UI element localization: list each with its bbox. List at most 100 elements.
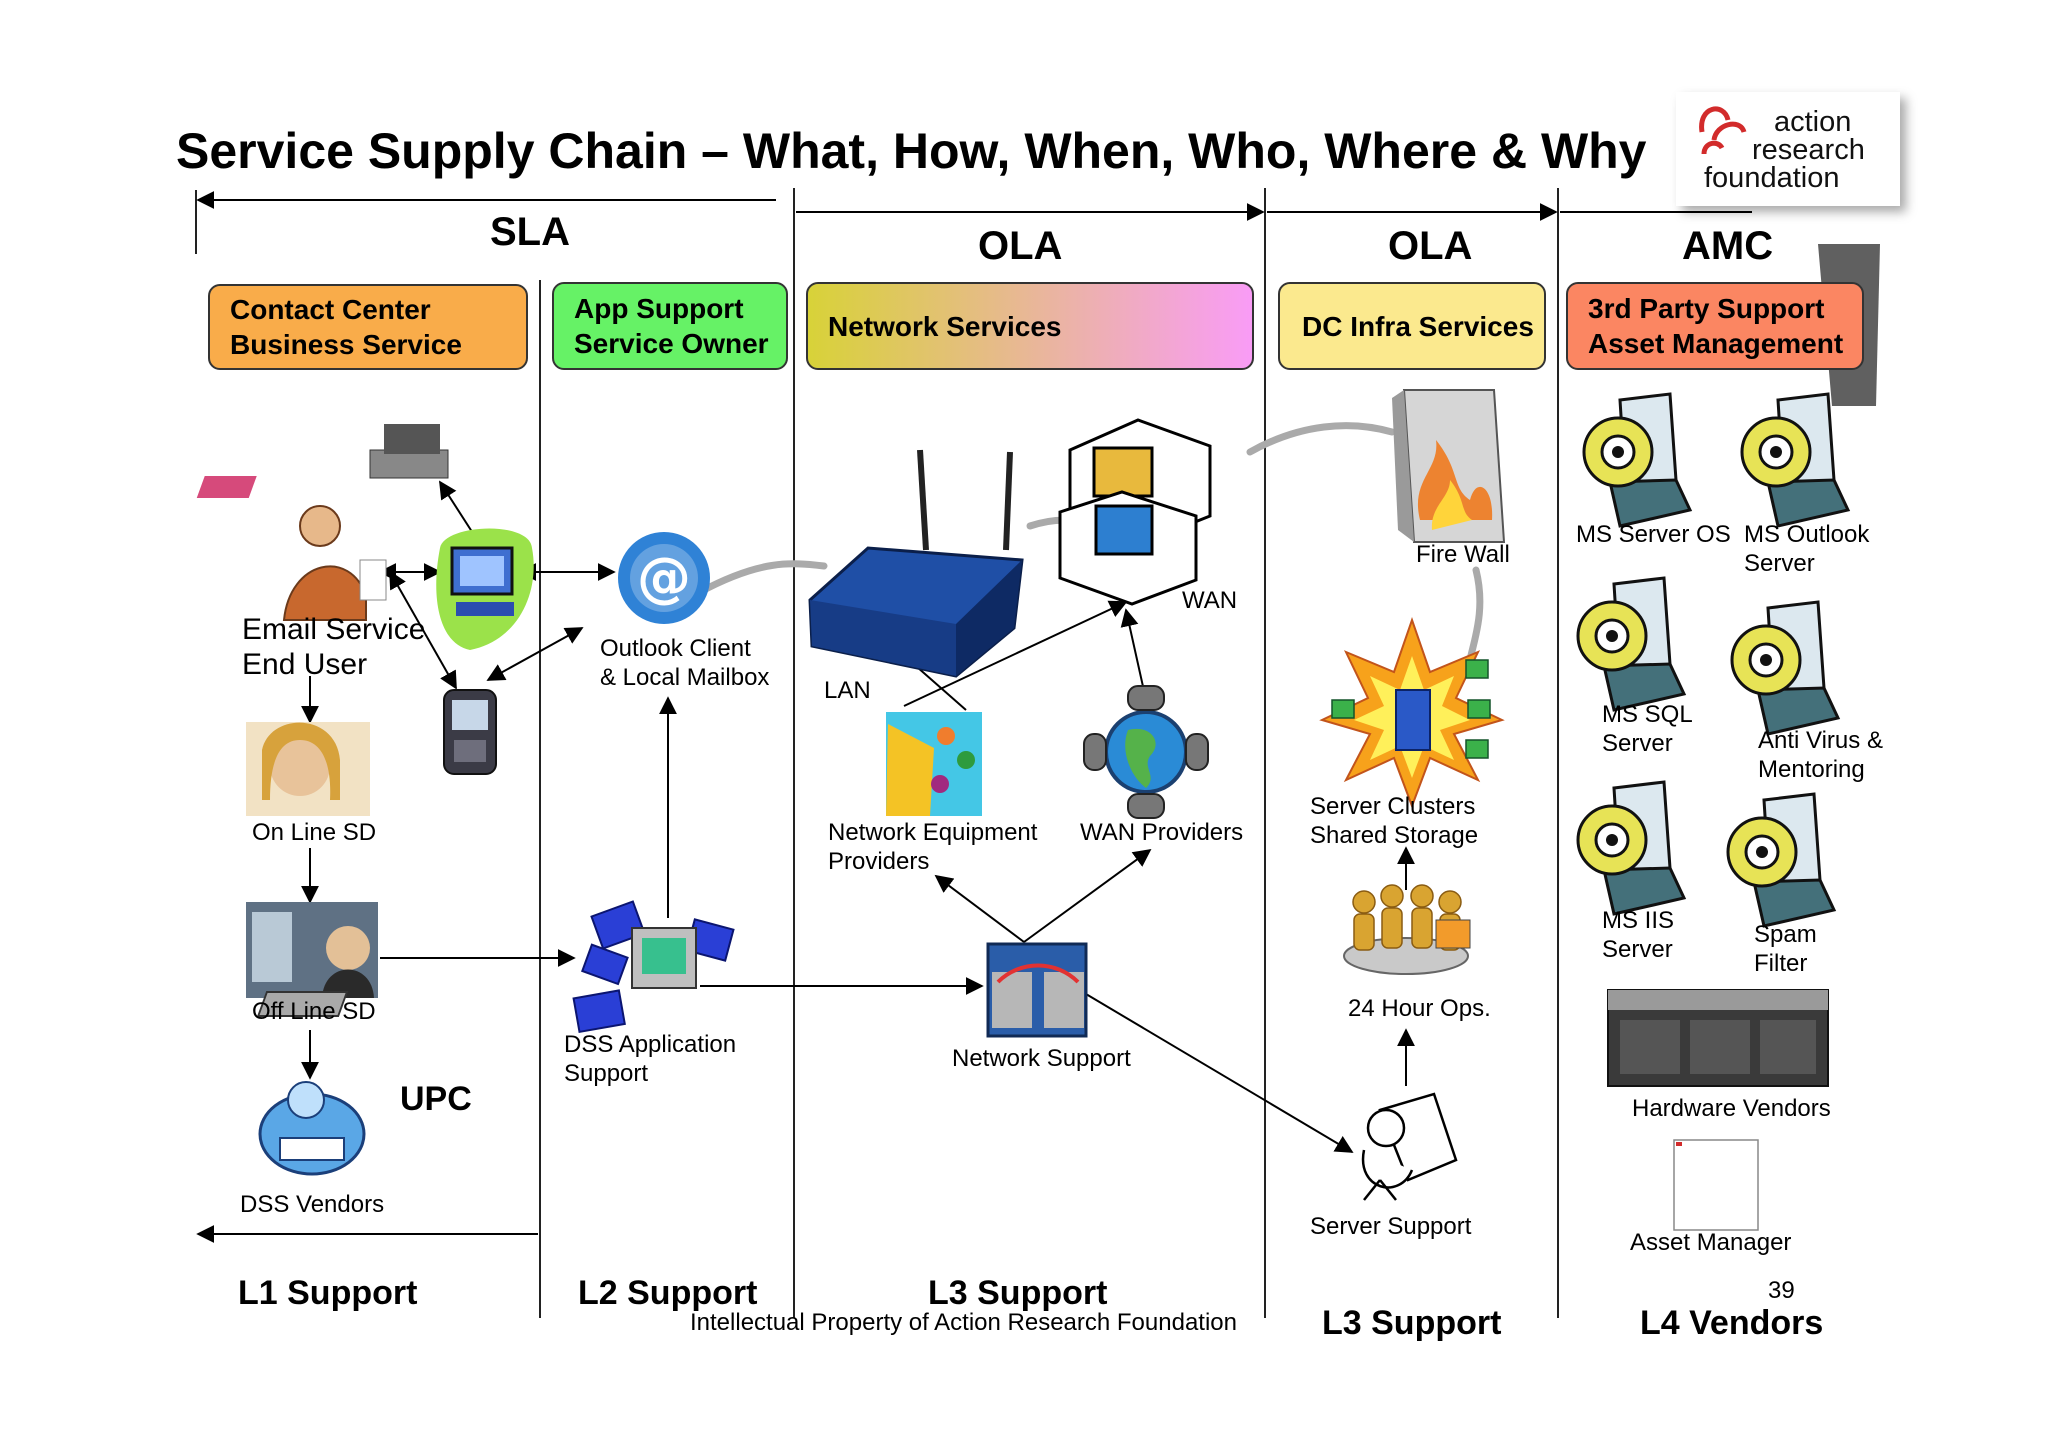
printer-icon <box>196 424 449 498</box>
contact-center-line-2: Business Service <box>230 329 462 360</box>
ms-iis-server-icon <box>1576 780 1687 916</box>
ms-outlook-server-line-2: Server <box>1744 550 1815 577</box>
email-end-user-label: Email Service End User <box>242 612 425 682</box>
upc-label: UPC <box>400 1080 472 1118</box>
third-party-box: 3rd Party Support Asset Management <box>1566 282 1864 370</box>
app-support-line-1: App Support <box>574 293 744 324</box>
ms-server-os-icon <box>1582 392 1693 528</box>
software-drives-icons <box>1576 392 1851 928</box>
server-support-label: Server Support <box>1310 1213 1472 1240</box>
app-support-box: App Support Service Owner <box>552 282 788 370</box>
wan-computers-icon <box>1058 418 1212 606</box>
network-equipment-providers-icon <box>886 712 982 816</box>
server-clusters-line-1: Server Clusters <box>1310 793 1476 820</box>
end-user-person-icon <box>282 505 387 621</box>
ms-iis-server-line-1: MS IIS <box>1602 907 1675 934</box>
anti-virus-icon <box>1730 600 1841 736</box>
outlook-client-label: Outlook Client & Local Mailbox <box>600 634 769 692</box>
asset-manager-placeholder-icon <box>1673 1139 1759 1231</box>
dss-app-support-line-1: DSS Application <box>564 1031 737 1058</box>
page-title: Service Supply Chain – What, How, When, … <box>176 123 1647 179</box>
server-clusters-icon <box>1319 616 1505 809</box>
logo-swirl-icon <box>1699 106 1747 155</box>
dss-app-support-line-2: Support <box>564 1060 649 1087</box>
page-number: 39 <box>1768 1277 1795 1304</box>
dss-application-icon <box>256 900 735 1034</box>
dc-infra-box: DC Infra Services <box>1278 282 1546 370</box>
logo-line-3: foundation <box>1704 162 1840 194</box>
email-at-icon: @ <box>618 532 710 624</box>
contact-center-box: Contact Center Business Service <box>208 284 528 370</box>
wan-providers-label: WAN Providers <box>1080 819 1244 846</box>
dss-vendors-icon <box>258 1081 366 1176</box>
hardware-vendors-label: Hardware Vendors <box>1632 1095 1831 1122</box>
l4-vendors-label: L4 Vendors <box>1640 1304 1824 1342</box>
lan-label: LAN <box>824 677 871 704</box>
fire-wall-label: Fire Wall <box>1416 541 1510 568</box>
spam-filter-line-1: Spam <box>1754 921 1817 948</box>
l2-support-label: L2 Support <box>578 1274 758 1312</box>
anti-virus-line-1: Anti Virus & <box>1758 727 1883 754</box>
ms-sql-server-line-2: Server <box>1602 730 1673 757</box>
ms-iis-server-label: MS IIS Server <box>1602 906 1674 964</box>
l3-support-dc-label: L3 Support <box>1322 1304 1502 1342</box>
ms-outlook-server-icon <box>1740 392 1851 528</box>
server-clusters-line-2: Shared Storage <box>1310 822 1479 849</box>
ms-server-os-label: MS Server OS <box>1576 521 1731 548</box>
firewall-server-icon <box>1392 389 1506 543</box>
ms-sql-server-label: MS SQL Server <box>1602 700 1693 758</box>
network-services-box: Network Services <box>806 282 1254 370</box>
server-support-icon <box>1361 1092 1458 1201</box>
outlook-client-line-1: Outlook Client <box>600 635 751 662</box>
ms-sql-server-line-1: MS SQL <box>1602 701 1693 728</box>
l3-support-network-label: L3 Support <box>928 1274 1108 1312</box>
amc-label: AMC <box>1682 224 1774 268</box>
spam-filter-line-2: Filter <box>1754 950 1808 977</box>
spam-filter-icon <box>1726 792 1837 928</box>
hardware-rack-server-icon <box>1607 989 1829 1087</box>
network-equipment-line-2: Providers <box>828 848 930 875</box>
dc-infra-label: DC Infra Services <box>1302 310 1534 342</box>
email-end-user-line-2: End User <box>242 648 368 681</box>
email-end-user-line-1: Email Service <box>242 613 426 646</box>
contact-center-line-1: Contact Center <box>230 294 431 325</box>
wan-label: WAN <box>1182 587 1238 614</box>
column-separators <box>195 188 1559 1318</box>
outlook-client-line-2: & Local Mailbox <box>600 664 770 691</box>
sla-label: SLA <box>490 210 570 254</box>
network-equipment-line-1: Network Equipment <box>828 819 1038 846</box>
ms-sql-server-icon <box>1576 576 1687 712</box>
logo-line-2: research <box>1752 134 1865 166</box>
asset-manager-label: Asset Manager <box>1630 1229 1792 1256</box>
ip-footer: Intellectual Property of Action Research… <box>690 1309 1237 1336</box>
anti-virus-line-2: Mentoring <box>1758 756 1865 783</box>
ms-outlook-server-label: MS Outlook Server <box>1744 520 1869 578</box>
network-services-label: Network Services <box>828 310 1062 342</box>
desktop-computer-icon <box>436 528 534 650</box>
logo-line-1: action <box>1774 106 1852 138</box>
network-equipment-label: Network Equipment Providers <box>828 818 1037 876</box>
offline-sd-photo <box>246 902 378 998</box>
app-support-line-2: Service Owner <box>574 328 769 359</box>
ms-iis-server-line-2: Server <box>1602 936 1673 963</box>
wan-providers-globe-icon <box>1083 685 1209 819</box>
agreement-arrows <box>196 191 1752 1243</box>
hour-ops-label: 24 Hour Ops. <box>1348 995 1491 1022</box>
third-party-line-1: 3rd Party Support <box>1588 293 1825 324</box>
dss-vendors-label: DSS Vendors <box>240 1191 385 1218</box>
server-clusters-label: Server Clusters Shared Storage <box>1310 792 1478 850</box>
action-research-foundation-logo: action research foundation <box>1676 92 1900 206</box>
l1-support-label: L1 Support <box>238 1274 418 1312</box>
spam-filter-label: Spam Filter <box>1754 920 1817 978</box>
third-party-line-2: Asset Management <box>1588 328 1844 359</box>
dss-app-support-label: DSS Application Support <box>564 1030 736 1088</box>
lan-router-icon <box>808 449 1024 678</box>
ms-outlook-server-line-1: MS Outlook <box>1744 521 1870 548</box>
anti-virus-label: Anti Virus & Mentoring <box>1758 726 1883 784</box>
ola-label-network: OLA <box>978 224 1063 268</box>
pda-phone-icon <box>443 689 497 775</box>
network-support-label: Network Support <box>952 1045 1131 1072</box>
hour-ops-team-icon <box>1343 884 1471 975</box>
offline-sd-label: Off Line SD <box>252 998 376 1025</box>
